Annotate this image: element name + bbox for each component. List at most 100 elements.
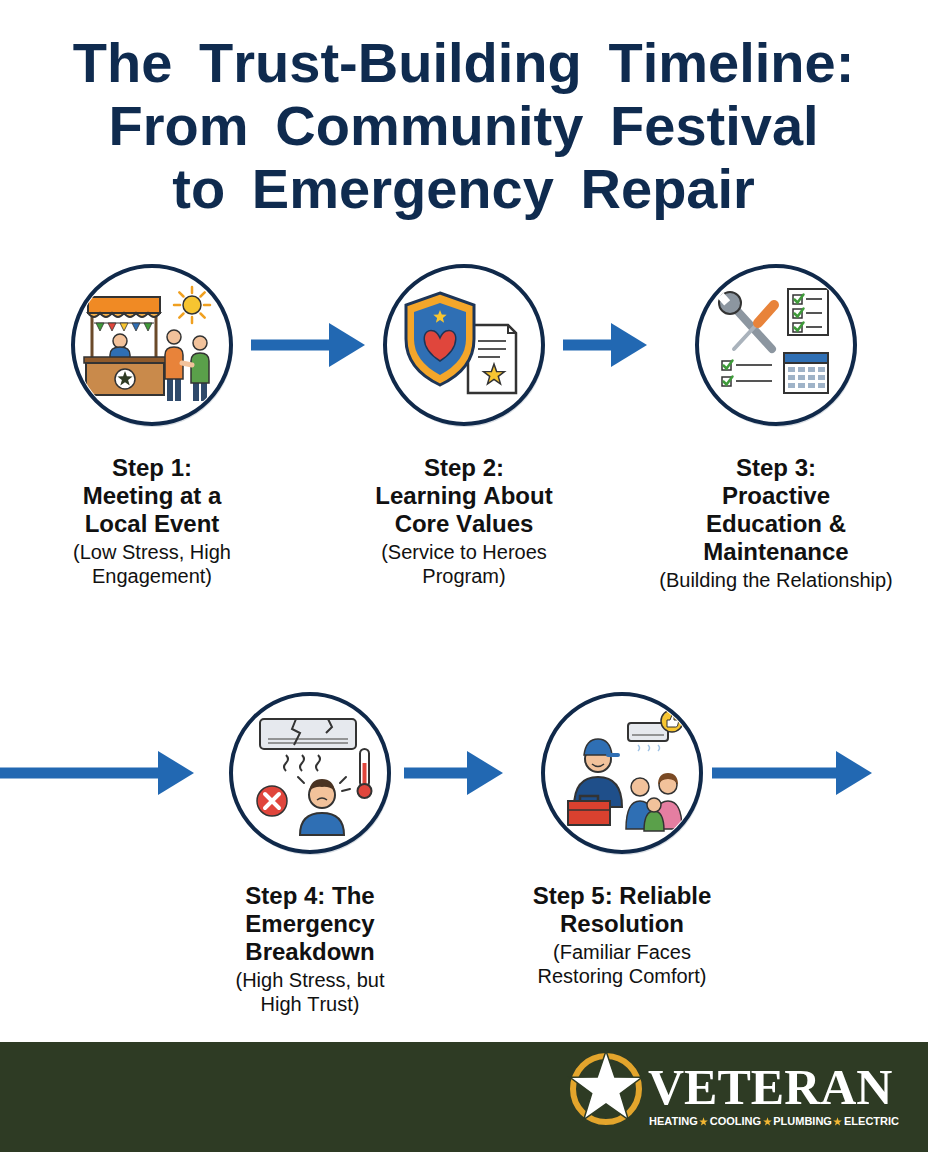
arrow-shaft xyxy=(251,340,331,351)
separator-star xyxy=(699,1117,708,1126)
step-icon-part xyxy=(661,710,683,732)
step-circle xyxy=(380,261,548,429)
step-icon-part xyxy=(638,745,660,751)
step-node: Step 4: The Emergency Breakdown(High Str… xyxy=(220,689,400,1016)
step-icon-part xyxy=(406,293,474,385)
step-icon-part xyxy=(568,710,683,831)
step-icon-part xyxy=(795,323,804,331)
step-icon-part xyxy=(798,375,805,380)
step-icon-part xyxy=(108,323,116,331)
separator-star-shape xyxy=(763,1117,772,1125)
service-word: HEATING xyxy=(649,1114,698,1128)
step-node: Step 3: Proactive Education & Maintenanc… xyxy=(651,261,901,592)
step-circle xyxy=(692,261,860,429)
step-icon-part xyxy=(414,303,466,375)
step-icon-part xyxy=(734,323,758,349)
separator-star xyxy=(763,1117,772,1126)
step-icon-part xyxy=(568,801,610,825)
step-icon-part xyxy=(183,296,201,314)
service-word: COOLING xyxy=(710,1114,761,1128)
step-icon-part xyxy=(647,798,661,812)
step-icon-part xyxy=(179,314,183,318)
step-icon-part xyxy=(73,267,233,427)
step-icon-part xyxy=(385,266,543,424)
step-icon-part xyxy=(788,289,828,335)
step-icon-part xyxy=(155,313,158,361)
step-icon-part xyxy=(115,369,135,389)
step-icon-part xyxy=(231,694,389,852)
step-icon-part xyxy=(316,755,320,771)
step-icon-part xyxy=(798,367,805,372)
service-word: PLUMBING xyxy=(773,1114,832,1128)
flow-arrow xyxy=(563,323,647,367)
flow-arrow xyxy=(404,751,503,795)
step-description: (Building the Relationship) xyxy=(651,568,901,592)
step-icon-part xyxy=(808,375,815,380)
step-node: Step 2: Learning About Core Values(Servi… xyxy=(369,261,559,588)
step-icon-part xyxy=(309,779,335,791)
arrow-head xyxy=(467,751,503,795)
step-icon-part xyxy=(326,719,332,733)
step-icon-part xyxy=(478,348,506,350)
arrow-shaft xyxy=(404,768,469,779)
step-icon-part xyxy=(608,753,618,757)
step-icon-part xyxy=(358,784,372,798)
step-icon-part xyxy=(88,313,160,317)
separator-star-shape xyxy=(834,1117,843,1125)
step-icon-part xyxy=(724,361,733,369)
step-icon-part xyxy=(784,353,828,393)
step-icon-part xyxy=(632,734,664,736)
step-icon-part xyxy=(340,777,346,783)
step-icon-part xyxy=(167,330,181,344)
step-circle xyxy=(68,261,236,429)
arrow-head xyxy=(836,751,872,795)
brand-name: VETERAN xyxy=(648,1058,892,1116)
arrow-shaft xyxy=(0,768,160,779)
step-icon-part xyxy=(193,336,207,350)
step-icon-part xyxy=(96,323,104,331)
step-icon-part xyxy=(818,367,825,372)
step-icon-part xyxy=(298,777,304,783)
step-icon-part xyxy=(736,380,772,382)
step-icon-part xyxy=(433,310,446,323)
brand-tagline-box: HEATINGCOOLINGPLUMBINGELECTRIC xyxy=(649,1114,899,1128)
step-icon-part xyxy=(360,749,369,787)
step-icon-part xyxy=(231,695,391,855)
step-icon-part xyxy=(342,789,350,791)
step-icon-part xyxy=(193,381,199,401)
step-icon-part xyxy=(644,811,664,831)
step-icon-part xyxy=(265,794,279,808)
step-icon-part xyxy=(300,813,344,835)
step-icon-part xyxy=(478,356,500,358)
step-icon-part xyxy=(88,297,160,313)
step-icon-part xyxy=(631,778,649,796)
step-icon-part xyxy=(204,304,210,307)
step-node: Step 5: Reliable Resolution(Familiar Fac… xyxy=(507,689,737,988)
step-icon-part xyxy=(84,287,210,401)
step-icon-part xyxy=(385,267,545,427)
step-icon-part xyxy=(718,289,828,393)
step-icon-part xyxy=(667,715,679,727)
step-heading: Step 1: Meeting at a Local Event xyxy=(73,454,231,538)
step-icon-part xyxy=(167,377,173,401)
step-description: (Low Stress, High Engagement) xyxy=(57,540,247,588)
step-icon-part xyxy=(788,375,795,380)
brand-logo xyxy=(570,1051,642,1122)
step-icon-part xyxy=(257,719,372,835)
step-icon-part xyxy=(543,694,701,852)
step-heading: Step 3: Proactive Education & Maintenanc… xyxy=(691,454,861,566)
step-icon-part xyxy=(484,364,505,384)
step-icon-part xyxy=(300,755,304,771)
step-icon-part xyxy=(91,313,94,361)
step-icon-part xyxy=(268,738,348,740)
step-icon-part xyxy=(508,325,516,333)
step-icon-part xyxy=(191,317,194,323)
step-icon-part xyxy=(736,364,772,366)
lead-in-arrow xyxy=(0,751,194,795)
step-icon-part xyxy=(784,353,828,363)
step-description: (Service to Heroes Program) xyxy=(369,540,559,588)
step-icon-part xyxy=(201,381,207,401)
step-icon-part xyxy=(658,773,678,785)
arrow-head xyxy=(158,751,194,795)
step-icon-part xyxy=(175,377,181,401)
